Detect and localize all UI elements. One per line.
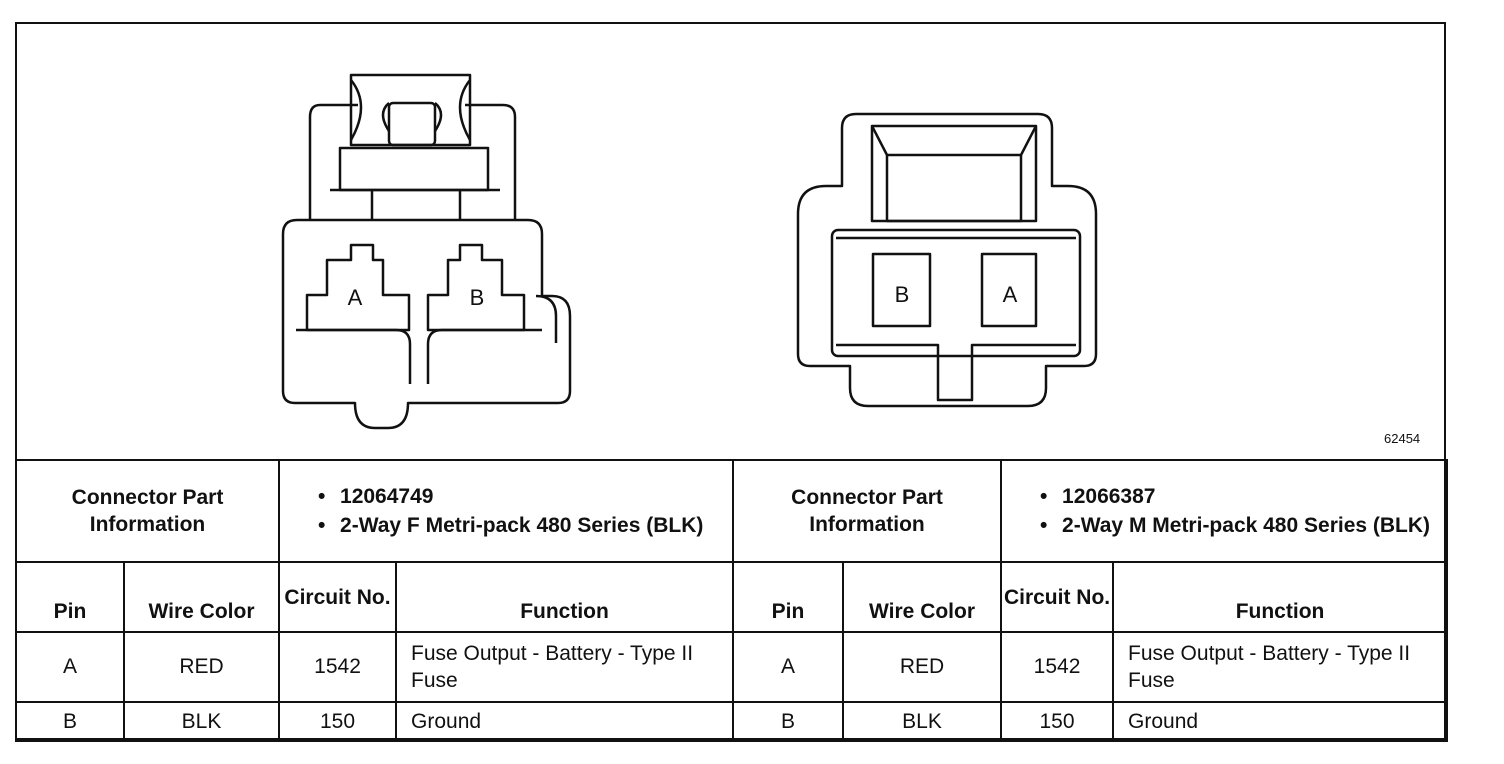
function-cell: Fuse Output - Battery - Type II Fuse bbox=[395, 631, 735, 703]
table-row: B BLK 150 Ground B BLK 150 Ground bbox=[15, 701, 1449, 742]
pin-cell: A bbox=[15, 631, 125, 703]
part-number-item: 2-Way M Metri-pack 480 Series (BLK) bbox=[1040, 511, 1446, 540]
wire-color-header: Wire Color bbox=[122, 561, 281, 633]
connector-part-info-label: Connector Part Information bbox=[732, 459, 1003, 563]
wire-color-cell: RED bbox=[842, 631, 1003, 703]
function-cell: Ground bbox=[1112, 701, 1449, 742]
female-pin-b-label: B bbox=[470, 285, 485, 310]
circuit-cell: 1542 bbox=[1000, 631, 1115, 703]
connector-part-info-label: Connector Part Information bbox=[14, 459, 281, 563]
pin-cell: B bbox=[732, 701, 845, 742]
function-cell: Ground bbox=[395, 701, 735, 742]
male-pin-a-label: A bbox=[1003, 282, 1018, 307]
male-pin-b-label: B bbox=[895, 282, 910, 307]
connector-info-table: Connector Part Information 12064749 2-Wa… bbox=[14, 459, 1449, 742]
table-row: A RED 1542 Fuse Output - Battery - Type … bbox=[15, 631, 1449, 703]
function-header: Function bbox=[395, 561, 735, 633]
female-pin-a-label: A bbox=[348, 285, 363, 310]
wire-color-cell: BLK bbox=[842, 701, 1003, 742]
female-part-numbers: 12064749 2-Way F Metri-pack 480 Series (… bbox=[278, 459, 735, 563]
female-connector-drawing bbox=[281, 73, 572, 430]
function-header: Function bbox=[1112, 561, 1449, 633]
circuit-header: Circuit No. bbox=[1000, 561, 1115, 633]
part-info-row: Connector Part Information 12064749 2-Wa… bbox=[14, 459, 1449, 563]
pin-header: Pin bbox=[732, 561, 845, 633]
male-part-numbers: 12066387 2-Way M Metri-pack 480 Series (… bbox=[1000, 459, 1449, 563]
column-header-row: Pin Wire Color Circuit No. Function Pin … bbox=[15, 561, 1449, 633]
part-number-item: 2-Way F Metri-pack 480 Series (BLK) bbox=[318, 511, 732, 540]
male-connector-drawing bbox=[796, 112, 1098, 408]
wire-color-cell: BLK bbox=[122, 701, 281, 742]
connector-drawings: A B B A bbox=[281, 73, 1098, 430]
pin-cell: B bbox=[15, 701, 125, 742]
wire-color-cell: RED bbox=[122, 631, 281, 703]
part-number-item: 12066387 bbox=[1040, 482, 1446, 511]
circuit-cell: 150 bbox=[278, 701, 398, 742]
circuit-cell: 1542 bbox=[278, 631, 398, 703]
pin-cell: A bbox=[732, 631, 845, 703]
pin-header: Pin bbox=[15, 561, 125, 633]
function-cell: Fuse Output - Battery - Type II Fuse bbox=[1112, 631, 1449, 703]
wire-color-header: Wire Color bbox=[842, 561, 1003, 633]
circuit-cell: 150 bbox=[1000, 701, 1115, 742]
part-number-item: 12064749 bbox=[318, 482, 732, 511]
figure-number: 62454 bbox=[1384, 431, 1421, 446]
circuit-header: Circuit No. bbox=[278, 561, 398, 633]
